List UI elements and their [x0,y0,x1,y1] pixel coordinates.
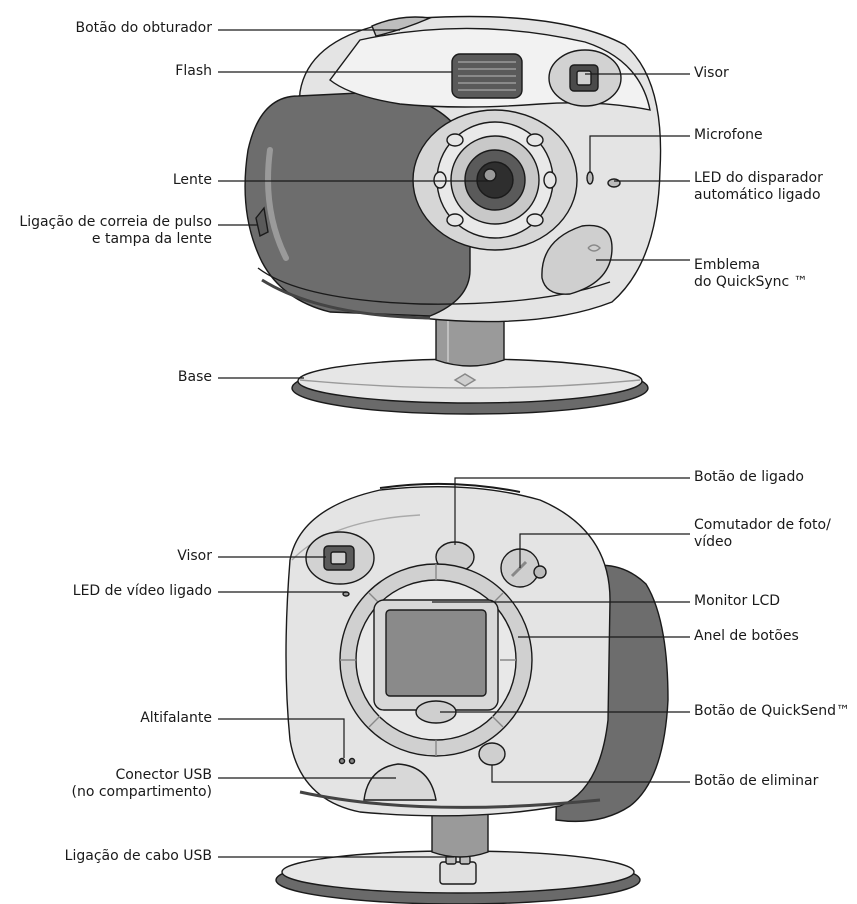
label-flash: Flash [175,63,212,79]
label-lcd-monitor: Monitor LCD [694,593,781,609]
label-wrist-strap: Ligação de correia de pulso e tampa da l… [19,214,212,247]
front-camera [244,15,662,415]
label-usb-connector: Conector USB (no compartimento) [71,767,213,800]
quicksync-emblem [541,224,613,295]
label-back-viewfinder: Visor [177,548,212,564]
front-wrist-strap [255,206,269,238]
back-neck [431,809,489,858]
label-usb-cable: Ligação de cabo USB [64,848,212,864]
front-self-timer-led [607,178,621,188]
front-lens [412,109,578,251]
front-base [291,358,649,415]
label-quicksend-button: Botão de QuickSend™ [694,703,851,719]
back-camera [275,482,669,904]
label-video-led: LED de vídeo ligado [72,583,212,599]
label-front-viewfinder: Visor [694,65,729,81]
back-base [275,850,641,904]
leader-lines [218,29,690,858]
label-photo-video-switch: Comutador de foto/ vídeo [694,517,831,550]
label-power-button: Botão de ligado [694,469,804,485]
label-delete-button: Botão de eliminar [694,773,819,789]
label-button-ring: Anel de botões [694,628,799,644]
back-usb-compartment [363,763,437,801]
label-lens: Lente [172,172,212,188]
shutter-button [371,16,433,37]
label-quicksync-emblem: Emblema do QuickSync ™ [694,257,808,290]
front-neck [435,315,505,367]
label-shutter-button: Botão do obturador [75,20,212,36]
label-microphone: Microfone [694,127,763,143]
label-base: Base [177,369,212,385]
back-delete-button [478,742,506,766]
label-self-timer-led: LED do disparador automático ligado [694,170,823,203]
back-viewfinder [305,531,375,585]
label-speaker: Altifalante [140,710,212,726]
back-speaker [338,757,356,765]
front-viewfinder [548,49,622,107]
front-flash [451,53,523,99]
back-lcd [373,599,499,711]
front-microphone [586,171,594,185]
